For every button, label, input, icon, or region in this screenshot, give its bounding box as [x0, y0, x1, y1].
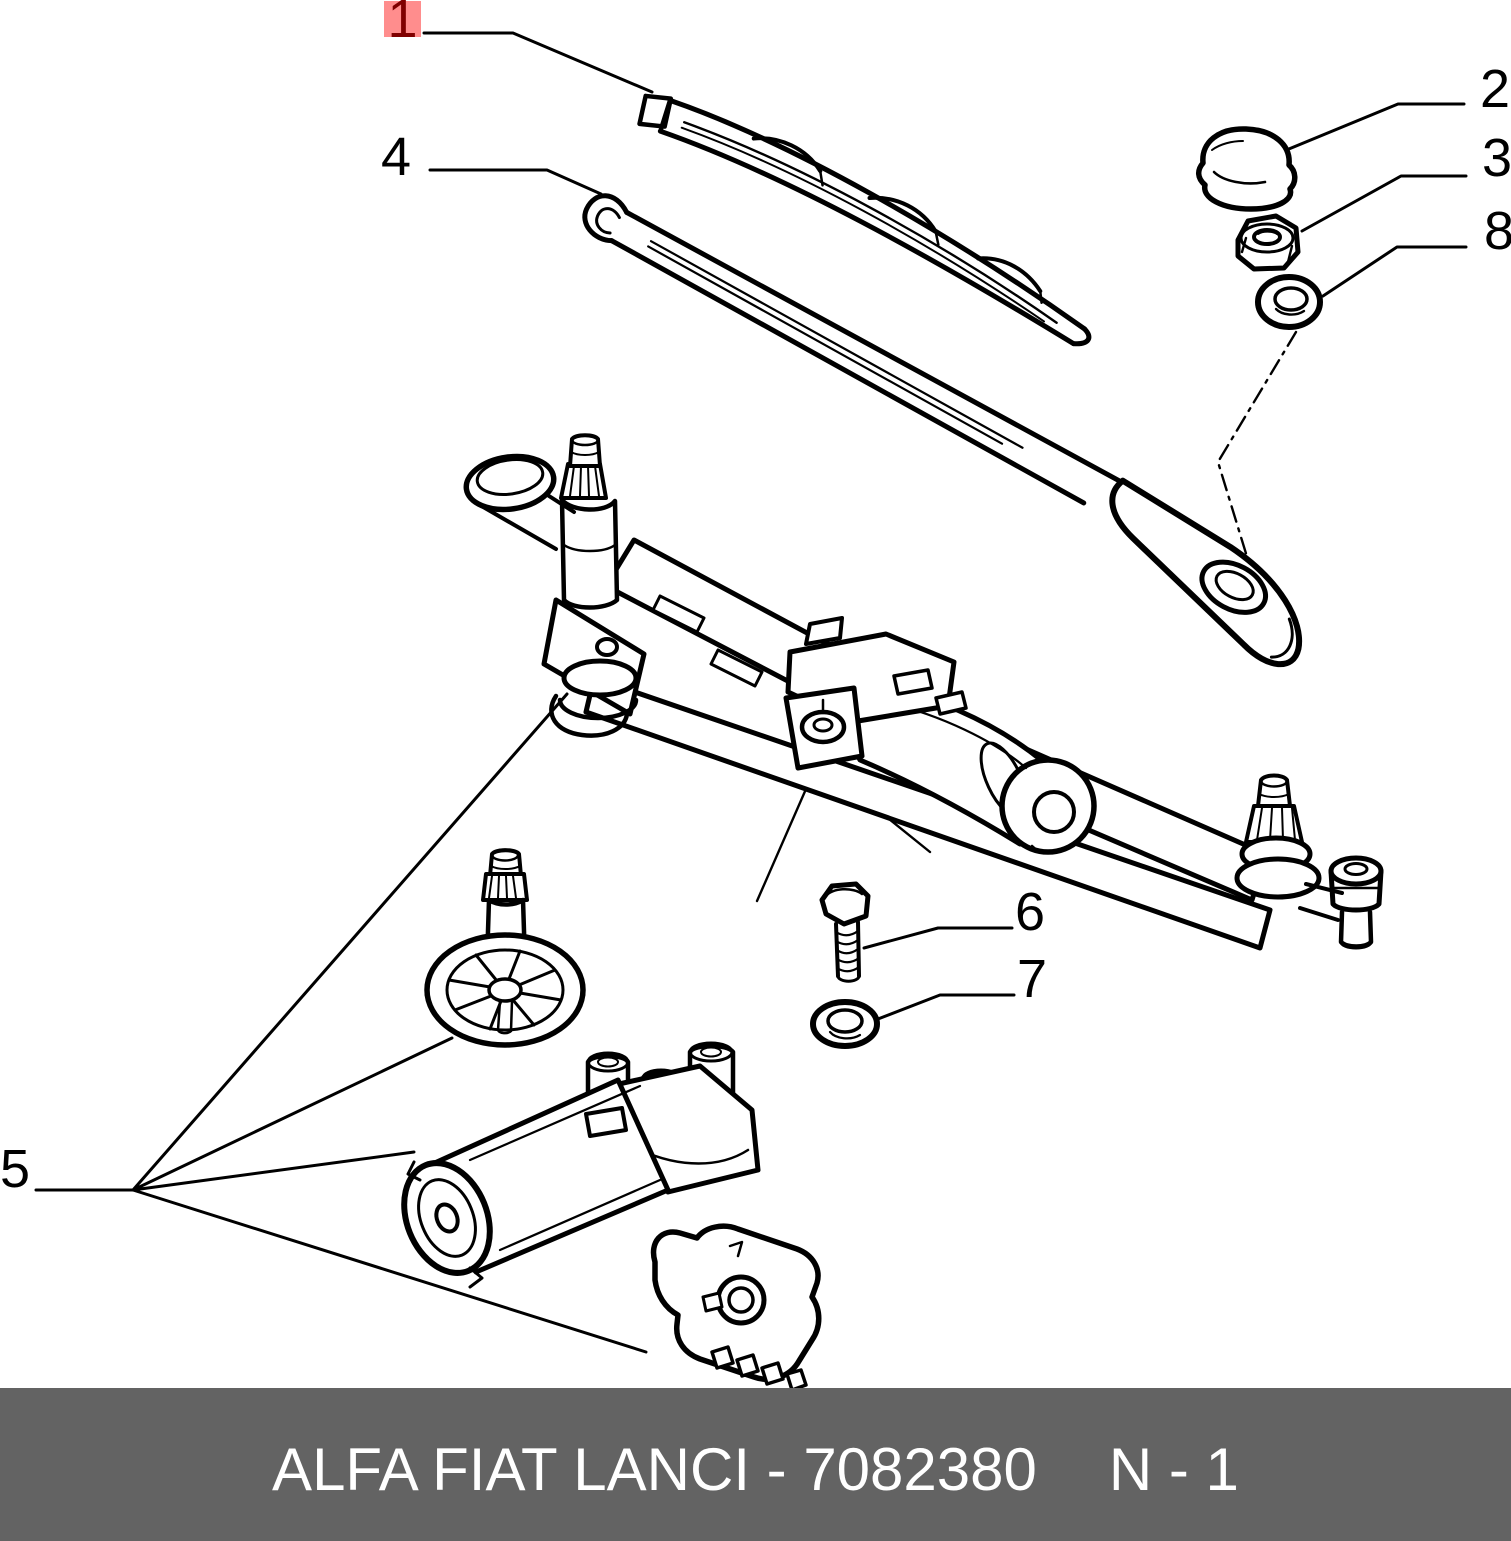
callout-2[interactable]: 2: [1480, 59, 1511, 119]
leader-2: [1282, 102, 1466, 153]
footer-page-ref: N - 1: [1108, 1435, 1239, 1503]
footer-bar: ALFA FIAT LANCI - 7082380 N - 1: [0, 1388, 1511, 1541]
leader-8: [1321, 245, 1468, 298]
pivot-cap-drawing: [1196, 126, 1298, 212]
gear-wheel-drawing: [424, 848, 586, 1048]
leader-7: [876, 993, 1016, 1021]
motor-cover-drawing: [650, 1223, 822, 1392]
callout-8[interactable]: 8: [1484, 201, 1511, 261]
washer-7-drawing: [810, 999, 880, 1049]
leader-4: [428, 168, 603, 196]
footer-brand-part-number: ALFA FIAT LANCI - 7082380: [272, 1435, 1037, 1503]
leader-1: [422, 31, 654, 94]
nut-drawing: [1235, 213, 1301, 272]
callout-5[interactable]: 5: [0, 1139, 31, 1199]
bolt-drawing: [819, 881, 871, 983]
callout-1-highlighted[interactable]: 1: [384, 0, 421, 46]
leader-5-fan: [34, 692, 648, 1354]
wiper-blade-drawing: [637, 93, 1092, 347]
leader-6: [862, 926, 1014, 950]
callout-6[interactable]: 6: [1015, 882, 1046, 942]
wiper-arm-drawing: [582, 193, 1303, 668]
wiper-motor-drawing: [401, 1041, 761, 1289]
leader-3: [1300, 174, 1468, 233]
washer-8-drawing: [1255, 274, 1323, 330]
callout-4[interactable]: 4: [381, 127, 412, 187]
leader-8-centerline: [1216, 330, 1298, 562]
callout-3[interactable]: 3: [1482, 128, 1511, 188]
linkage-motor-drawing: [783, 616, 1097, 855]
linkage-left-pivot-drawing: [463, 433, 647, 738]
callout-7[interactable]: 7: [1017, 949, 1048, 1009]
linkage-right-pivot-drawing: [1234, 773, 1384, 950]
